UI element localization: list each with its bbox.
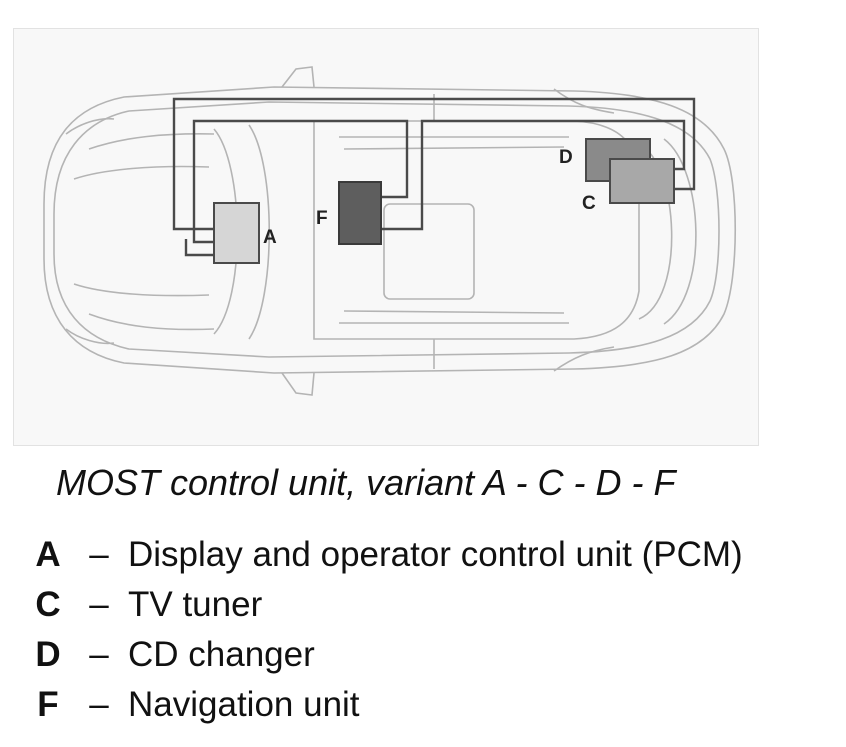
legend-dash: – (89, 635, 109, 674)
car-top-view: A F D C (43, 66, 737, 396)
legend-item-d: D – CD changer (26, 630, 743, 680)
legend-description: Navigation unit (128, 685, 360, 724)
unit-c: C (582, 158, 675, 214)
legend-key: D (35, 635, 61, 674)
legend-description: Display and operator control unit (PCM) (128, 535, 743, 574)
legend-dash: – (89, 585, 109, 624)
car-outline (43, 66, 737, 396)
unit-a-label: A (263, 227, 277, 248)
unit-f: F (316, 181, 382, 245)
legend-key: F (37, 685, 59, 724)
diagram-caption: MOST control unit, variant A - C - D - F (56, 462, 676, 503)
unit-c-box (609, 158, 675, 204)
legend-key: A (35, 535, 61, 574)
legend-key: C (35, 585, 61, 624)
legend: A – Display and operator control unit (P… (26, 530, 743, 730)
unit-f-label: F (316, 208, 328, 229)
most-wiring (172, 97, 696, 257)
legend-dash: – (89, 535, 109, 574)
unit-c-label: C (582, 193, 596, 214)
unit-d-label: D (559, 147, 573, 168)
unit-a-box (213, 202, 260, 264)
car-diagram: A F D C (13, 28, 759, 446)
legend-dash: – (89, 685, 109, 724)
unit-f-box (338, 181, 382, 245)
legend-item-f: F – Navigation unit (26, 680, 743, 730)
unit-a: A (213, 202, 277, 264)
legend-description: CD changer (128, 635, 315, 674)
legend-item-a: A – Display and operator control unit (P… (26, 530, 743, 580)
legend-description: TV tuner (128, 585, 263, 624)
legend-item-c: C – TV tuner (26, 580, 743, 630)
